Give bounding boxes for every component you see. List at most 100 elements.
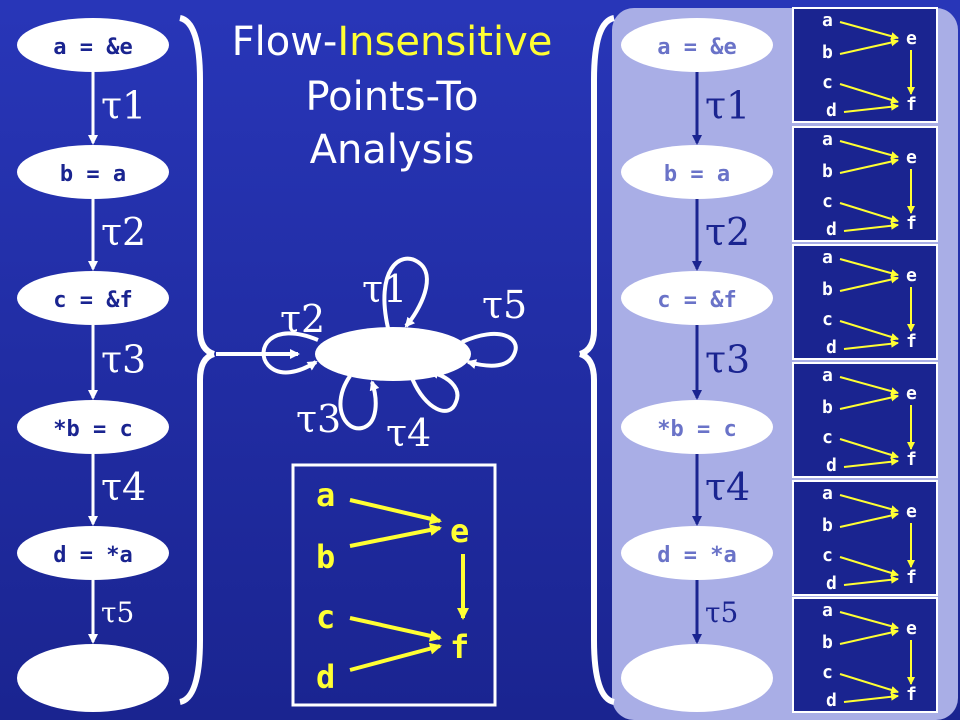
right-node-5: [621, 526, 773, 580]
title-line3: Analysis: [310, 127, 475, 173]
edge-a-e: [349, 498, 442, 525]
left-tau-5: τ5: [101, 596, 134, 629]
small-var-c: c: [822, 545, 833, 566]
left-node-3: [17, 271, 169, 325]
right-stmt-3: c = &f: [657, 288, 736, 313]
small-var-d: d: [826, 455, 837, 476]
small-var-f: f: [906, 213, 917, 234]
right-tau-2: τ2: [705, 210, 750, 254]
right-node-1: [621, 18, 773, 72]
title-line2: Points-To: [305, 74, 478, 120]
small-var-e: e: [906, 28, 917, 49]
title-part1: Flow-: [232, 19, 338, 65]
loop-tau1: [382, 256, 429, 329]
left-node-4: [17, 400, 169, 454]
small-graph-box: [792, 7, 938, 123]
small-var-c: c: [822, 662, 833, 683]
small-var-e: e: [906, 618, 917, 639]
var-b: b: [316, 538, 335, 576]
small-edge-a-e: [839, 376, 899, 395]
loop-tau2: [261, 331, 319, 375]
center-node: [315, 327, 471, 381]
right-stmt-2: b = a: [664, 162, 730, 187]
small-edge-b-e: [839, 628, 899, 645]
var-f: f: [450, 628, 469, 666]
edge-b-e: [349, 524, 442, 548]
left-tau-2: τ2: [101, 210, 146, 254]
small-graph-box: [792, 597, 938, 713]
small-var-b: b: [822, 632, 833, 653]
small-var-f: f: [906, 567, 917, 588]
right-node-4: [621, 400, 773, 454]
center-tau4: τ4: [386, 411, 431, 455]
left-tau-4: τ4: [101, 465, 146, 509]
left-tau-3: τ3: [101, 338, 146, 382]
small-var-d: d: [826, 690, 837, 711]
small-edge-b-e: [839, 511, 899, 528]
small-var-e: e: [906, 383, 917, 404]
right-stmt-5: d = *a: [657, 543, 736, 568]
small-var-b: b: [822, 279, 833, 300]
center-tau3: τ3: [296, 397, 341, 441]
center-tau2: τ2: [280, 297, 325, 341]
center-tau5: τ5: [482, 283, 527, 327]
right-exit-node: [621, 644, 773, 712]
small-var-e: e: [906, 147, 917, 168]
small-edge-a-e: [839, 258, 899, 277]
small-var-e: e: [906, 265, 917, 286]
var-d: d: [316, 658, 335, 696]
small-var-d: d: [826, 337, 837, 358]
right-tau-5: τ5: [705, 596, 738, 629]
small-var-b: b: [822, 515, 833, 536]
small-edge-d-f: [843, 102, 899, 113]
small-graph-box: [792, 244, 938, 360]
var-a: a: [316, 476, 335, 514]
right-node-3: [621, 271, 773, 325]
small-edge-d-f: [843, 457, 899, 468]
small-edge-c-f: [839, 673, 899, 694]
loop-tau4: [410, 368, 460, 413]
small-graph-box: [792, 480, 938, 596]
small-var-c: c: [822, 309, 833, 330]
left-tau-1: τ1: [101, 84, 146, 128]
small-edge-c-f: [839, 202, 899, 223]
right-tau-1: τ1: [705, 84, 750, 128]
left-stmt-5: d = *a: [53, 543, 132, 568]
var-e: e: [450, 512, 469, 550]
right-node-2: [621, 145, 773, 199]
small-var-c: c: [822, 427, 833, 448]
graph-box: [291, 463, 497, 707]
left-brace-top: [178, 15, 216, 357]
small-var-b: b: [822, 161, 833, 182]
left-node-1: [17, 18, 169, 72]
small-edge-b-e: [839, 393, 899, 410]
small-edge-b-e: [839, 157, 899, 174]
small-var-a: a: [822, 365, 833, 386]
small-var-a: a: [822, 483, 833, 504]
small-var-b: b: [822, 397, 833, 418]
right-tau-4: τ4: [705, 465, 750, 509]
small-var-d: d: [826, 573, 837, 594]
small-graph-box: [792, 126, 938, 242]
right-stmt-4: *b = c: [657, 417, 736, 442]
left-stmt-2: b = a: [60, 162, 126, 187]
small-edge-a-e: [839, 494, 899, 513]
title-line1: Flow-Insensitive: [232, 19, 553, 65]
loop-tau3: [338, 374, 380, 431]
small-var-c: c: [822, 191, 833, 212]
small-var-a: a: [822, 247, 833, 268]
small-edge-b-e: [839, 275, 899, 292]
right-brace-bottom: [578, 351, 616, 705]
small-var-f: f: [906, 331, 917, 352]
points-to-graph-large: a b c d e f: [291, 463, 497, 707]
var-c: c: [316, 598, 335, 636]
